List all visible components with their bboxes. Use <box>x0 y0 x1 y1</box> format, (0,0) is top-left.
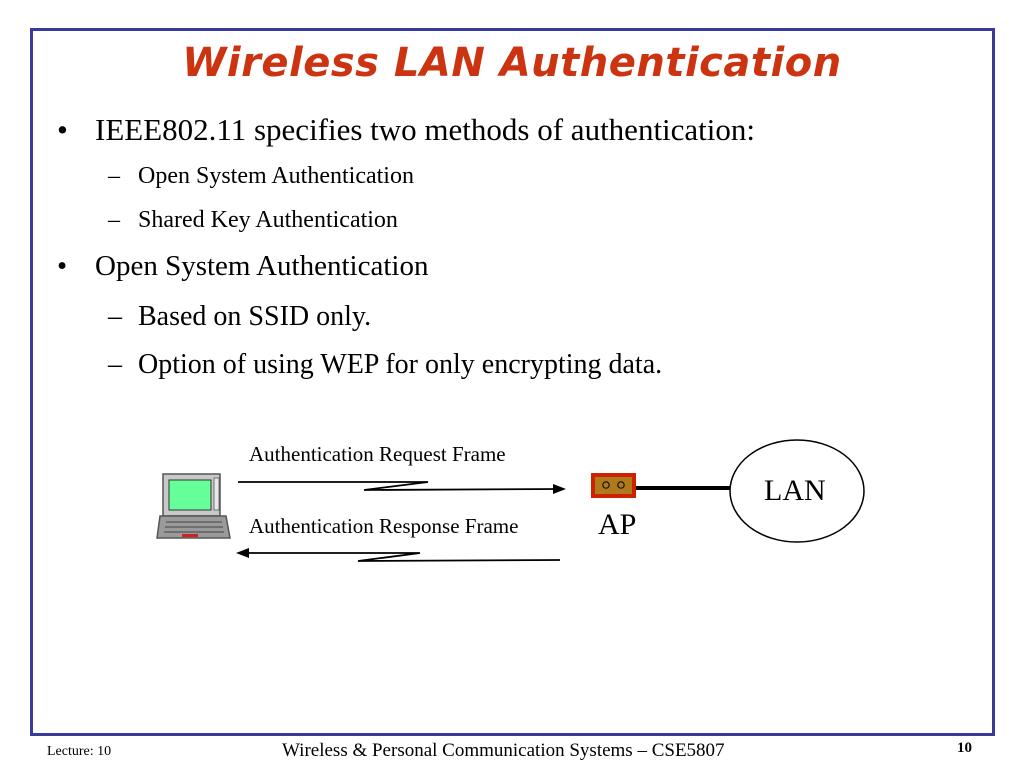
sub-bullet-mark: – <box>108 301 122 332</box>
sub-bullet-wep: – Option of using WEP for only encryptin… <box>108 349 663 381</box>
bullet-open-system: • Open System Authentication <box>57 250 429 283</box>
bullet-text: IEEE802.11 specifies two methods of auth… <box>95 112 756 147</box>
sub-bullet-shared-key: – Shared Key Authentication <box>108 207 398 234</box>
request-arrow <box>238 481 566 494</box>
sub-bullet-open-system: – Open System Authentication <box>108 163 414 190</box>
sub-bullet-mark: – <box>108 207 120 233</box>
slide-frame <box>30 28 995 736</box>
lan-label: LAN <box>764 474 826 507</box>
sub-bullet-mark: – <box>108 163 120 189</box>
bullet-mark: • <box>57 112 68 147</box>
lan-ellipse <box>729 439 865 543</box>
access-point-icon <box>591 473 636 498</box>
request-frame-label: Authentication Request Frame <box>249 442 506 466</box>
slide-title: Wireless LAN Authentication <box>182 40 842 86</box>
sub-bullet-mark: – <box>108 349 122 380</box>
ap-label: AP <box>598 508 637 541</box>
footer-page-number: 10 <box>957 740 972 756</box>
response-arrow <box>236 548 561 562</box>
sub-bullet-ssid: – Based on SSID only. <box>108 301 372 333</box>
sub-bullet-text: Open System Authentication <box>138 163 414 189</box>
footer-lecture: Lecture: 10 <box>47 744 112 759</box>
response-frame-label: Authentication Response Frame <box>249 514 519 538</box>
bullet-text: Open System Authentication <box>95 250 429 282</box>
bullet-ieee-methods: • IEEE802.11 specifies two methods of au… <box>57 112 756 148</box>
laptop-icon <box>156 473 231 539</box>
footer-course: Wireless & Personal Communication System… <box>282 740 725 761</box>
sub-bullet-text: Based on SSID only. <box>138 301 372 332</box>
sub-bullet-text: Shared Key Authentication <box>138 207 398 233</box>
bullet-mark: • <box>57 250 68 282</box>
sub-bullet-text: Option of using WEP for only encrypting … <box>138 349 663 380</box>
